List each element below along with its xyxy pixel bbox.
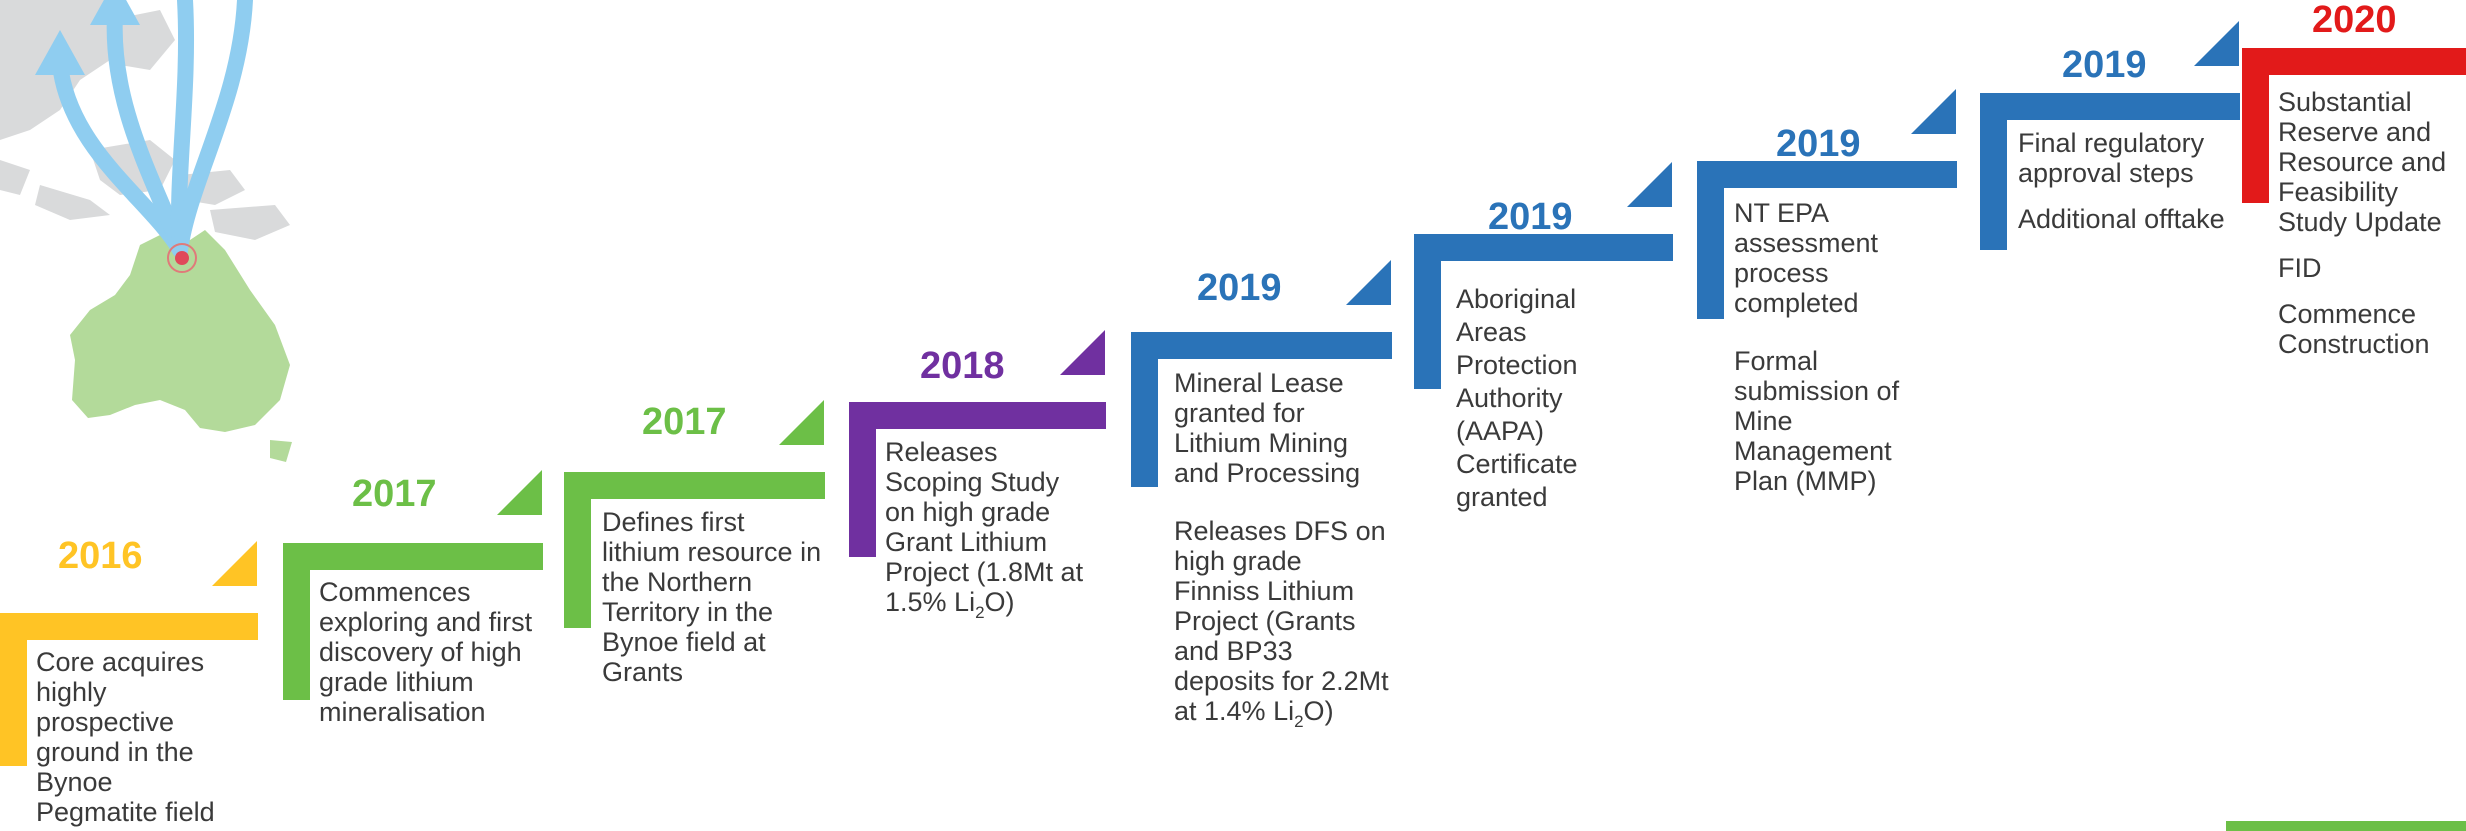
step-arrow-icon [1060, 330, 1105, 375]
step-bar [1980, 93, 2240, 120]
step-stem [1414, 234, 1441, 389]
location-marker-icon [167, 243, 197, 273]
milestone-item: Defines first lithium resource in the No… [602, 507, 822, 687]
year-label-2020: 2020 [2312, 0, 2397, 41]
arrow-head-icon [90, 0, 140, 25]
footer-accent-bar [2226, 821, 2466, 831]
step-arrow-icon [1627, 162, 1672, 207]
milestone-item: Aboriginal Areas Protection Authority (A… [1456, 284, 1578, 512]
map-illustration [0, 0, 292, 462]
year-label-2019: 2019 [1776, 123, 1861, 165]
milestone-item: Substantial Reserve and Resource and Fea… [2278, 87, 2447, 237]
milestone-item-text: Releases Scoping Study on high grade Gra… [885, 437, 1084, 622]
milestone-item: Core acquires highly prospective ground … [36, 647, 215, 827]
step-bar [1697, 161, 1957, 188]
milestone-text: Core acquires highly prospective ground … [36, 647, 236, 827]
step-bar [283, 543, 543, 570]
milestone-item: Mineral Lease granted for Lithium Mining… [1174, 368, 1361, 488]
milestone-text: Aboriginal Areas Protection Authority (A… [1456, 283, 1606, 514]
step-stem [849, 402, 876, 557]
step-stem [0, 613, 27, 766]
export-arrows [52, 0, 253, 258]
milestone-text: Releases Scoping Study on high grade Gra… [885, 437, 1085, 622]
year-label-2017: 2017 [642, 401, 727, 443]
milestone-item: FID [2278, 253, 2322, 283]
milestone-text: Mineral Lease granted for Lithium Mining… [1174, 368, 1389, 731]
milestone-text: Defines first lithium resource in the No… [602, 507, 827, 687]
step-stem [1980, 93, 2007, 250]
step-bar [1131, 332, 1392, 359]
step-bar [1414, 234, 1673, 261]
step-bar [0, 613, 258, 640]
step-bar [564, 472, 825, 499]
year-label-2019: 2019 [1197, 267, 1282, 309]
year-label-2018: 2018 [920, 345, 1005, 387]
subscript: 2 [1294, 712, 1304, 731]
milestone-item: NT EPA assessment process completed [1734, 198, 1879, 318]
step-stem [564, 472, 591, 628]
milestone-item: Commence Construction [2278, 299, 2430, 359]
milestone-text: NT EPA assessment process completed Form… [1734, 198, 1914, 496]
milestone-item: Commences exploring and first discovery … [319, 577, 533, 727]
step-bar [2242, 48, 2466, 75]
step-bar [849, 402, 1106, 429]
location-marker-dot [175, 251, 189, 265]
step-arrow-icon [2194, 21, 2239, 66]
step-arrow-icon [1346, 260, 1391, 305]
arrow-head-icon [35, 30, 85, 75]
year-label-2019: 2019 [2062, 44, 2147, 86]
milestone-item: Final regulatory approval steps [2018, 128, 2205, 188]
milestone-text: Substantial Reserve and Resource and Fea… [2278, 87, 2463, 359]
step-stem [1131, 332, 1158, 487]
year-label-2017: 2017 [352, 473, 437, 515]
milestone-item: Releases DFS on high grade Finniss Lithi… [1174, 516, 1389, 731]
australia-landmass [70, 230, 290, 432]
step-arrow-icon [1911, 89, 1956, 134]
subscript: 2 [975, 603, 985, 622]
milestone-text: Final regulatory approval steps Addition… [2018, 128, 2228, 234]
milestone-text: Commences exploring and first discovery … [319, 577, 549, 727]
step-arrow-icon [779, 400, 824, 445]
milestone-item: Additional offtake [2018, 204, 2225, 234]
step-stem [283, 543, 310, 700]
step-stem [1697, 161, 1724, 319]
year-label-2019: 2019 [1488, 196, 1573, 238]
step-arrow-icon [212, 541, 257, 586]
year-label-2016: 2016 [58, 535, 143, 577]
step-stem [2242, 48, 2269, 203]
tasmania [270, 440, 292, 462]
milestone-item: Releases Scoping Study on high grade Gra… [885, 437, 1085, 622]
milestone-item: Formal submission of Mine Management Pla… [1734, 346, 1900, 496]
step-arrow-icon [497, 470, 542, 515]
